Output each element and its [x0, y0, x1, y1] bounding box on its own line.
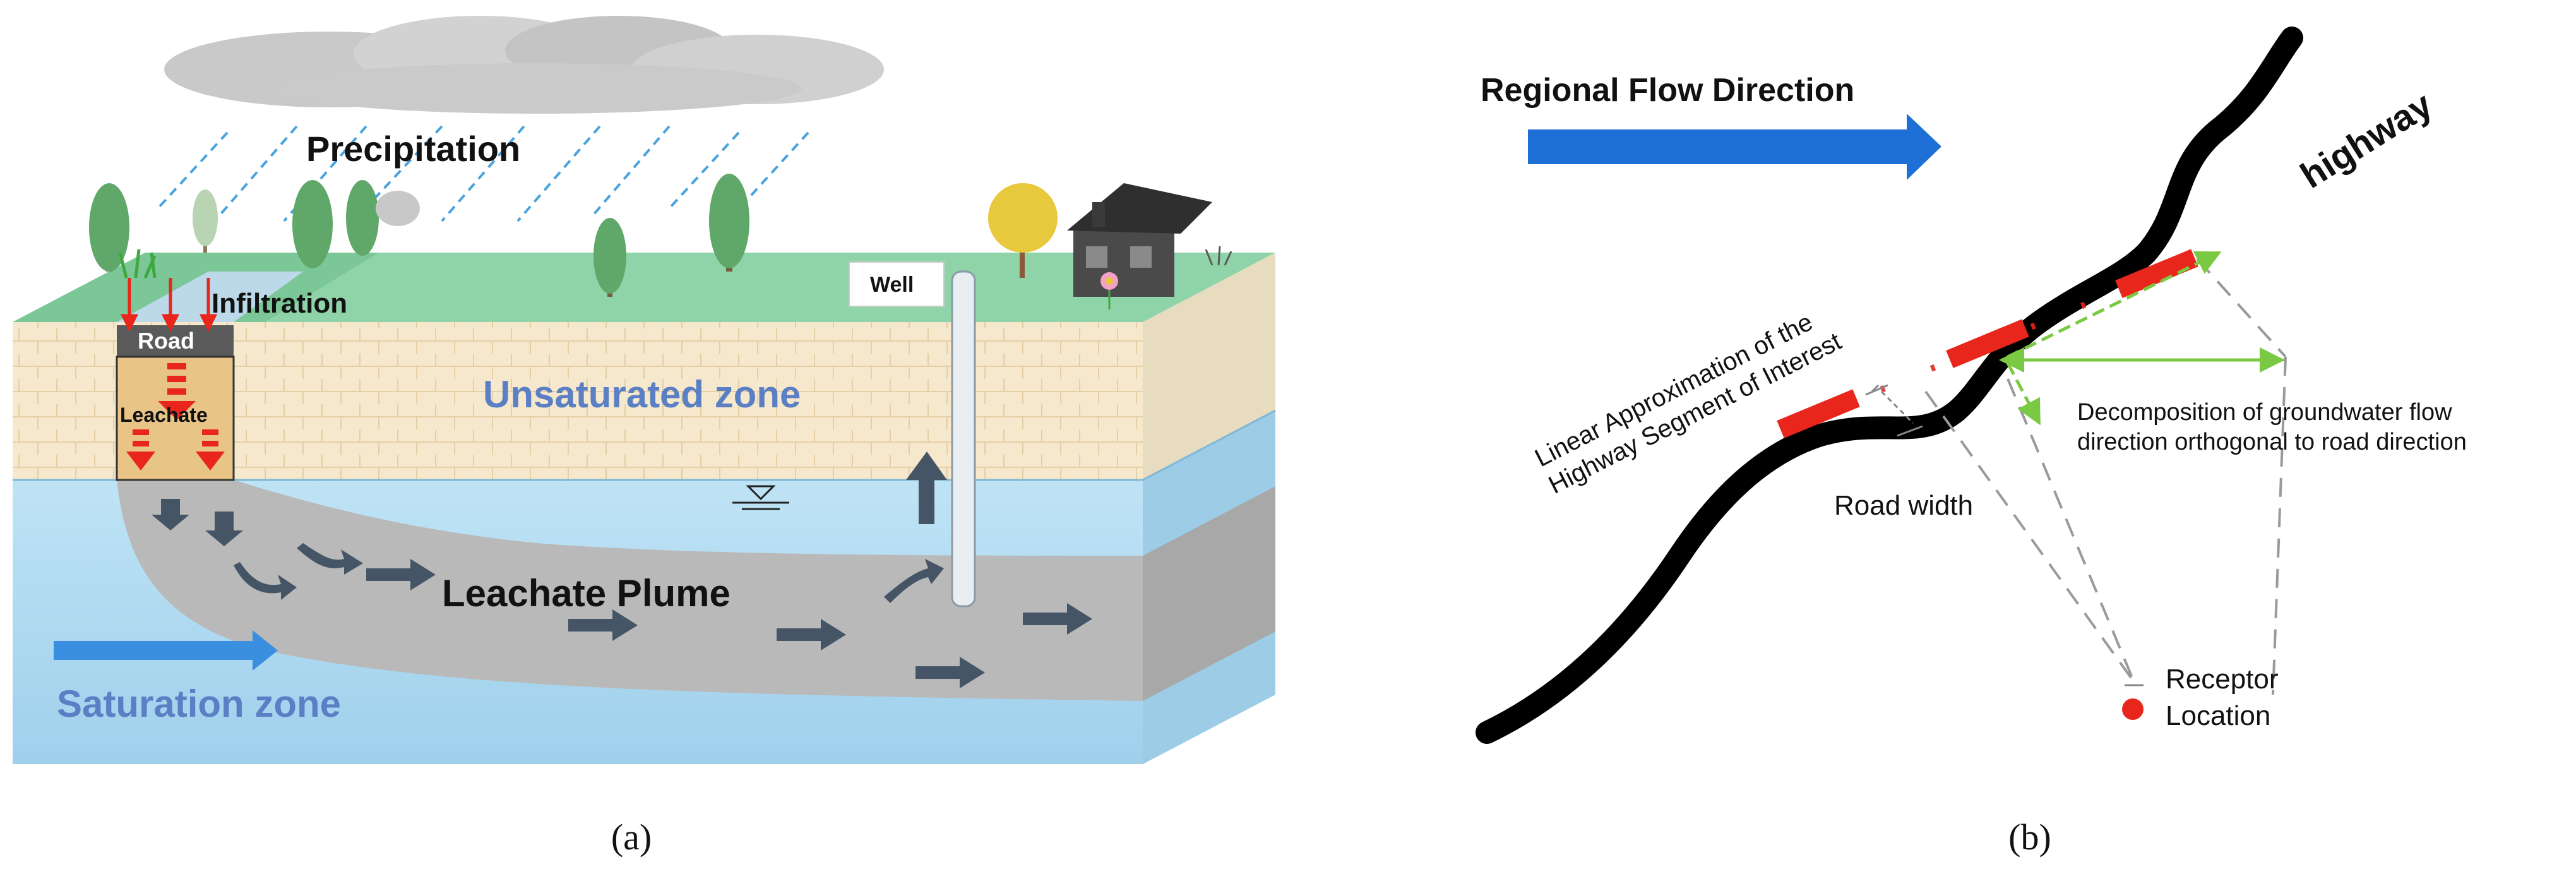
tree-icon [89, 183, 129, 272]
road-block [117, 325, 234, 357]
receptor-label-line2: Location [2166, 700, 2270, 731]
autumn-tree-icon [988, 183, 1058, 278]
caption-b: (b) [2008, 817, 2051, 858]
highway-label: highway [2293, 84, 2439, 196]
cloud-icon [164, 16, 884, 114]
saturation-flow-arrow-icon [54, 630, 278, 671]
decomposition-label-line2: direction orthogonal to road direction [2077, 429, 2467, 455]
highway-line [1476, 27, 2303, 744]
precipitation-label: Precipitation [306, 129, 520, 169]
regional-flow-label: Regional Flow Direction [1481, 72, 1854, 109]
leachate-label: Leachate [120, 404, 208, 426]
well-label-box [849, 261, 945, 307]
receptor-point [2122, 698, 2144, 720]
tree-icon [709, 174, 749, 272]
road-width-label: Road width [1834, 490, 1973, 521]
tree-icon [593, 218, 626, 297]
receptor-label-line1: Receptor [2166, 664, 2279, 695]
tree-icon [193, 189, 218, 253]
decomposition-label-line1: Decomposition of groundwater flow [2077, 399, 2452, 426]
plume-flow-arrows [152, 499, 1092, 688]
well-pipe [951, 270, 976, 608]
upward-arrow-icon [906, 452, 947, 524]
green-normal-arrow [2006, 362, 2041, 426]
bush-icon [376, 191, 420, 226]
reference-dashed-lines [1924, 258, 2287, 695]
flower-icon [1100, 272, 1118, 309]
tree-icon [346, 180, 379, 256]
caption-a: (a) [611, 817, 652, 858]
rain-lines [157, 125, 809, 222]
road-width-markers [1865, 384, 1923, 437]
saturation-zone-label: Saturation zone [57, 683, 341, 725]
infiltration-label: Infiltration [212, 288, 347, 319]
grass-icon [118, 249, 157, 278]
well-label: Well [870, 273, 914, 297]
house-icon [1067, 183, 1212, 297]
regional-flow-arrow-icon [1528, 114, 1941, 180]
road-label: Road [138, 328, 194, 354]
green-orthogonal-arrow [2007, 251, 2222, 359]
panel-b: Regional Flow Direction highway [1476, 27, 2467, 858]
unsaturated-zone-label: Unsaturated zone [483, 373, 801, 416]
leachate-plume-label: Leachate Plume [442, 572, 730, 614]
tree-icon [292, 180, 333, 268]
infiltration-arrows [120, 278, 218, 332]
linear-approx-label: Linear Approximation of the Highway Segm… [1530, 301, 1846, 500]
leachate-plume-shape [117, 480, 1143, 701]
water-table-symbol [732, 485, 789, 510]
panel-a: Precipitation Infiltration Road Leachate… [13, 16, 1276, 858]
leachate-arrows [126, 363, 225, 470]
linear-approximation-line [1777, 237, 2226, 438]
block-right-face-upper [1143, 253, 1275, 480]
receptor-dashed-line [2007, 378, 2135, 683]
grass-icon [1205, 246, 1232, 266]
